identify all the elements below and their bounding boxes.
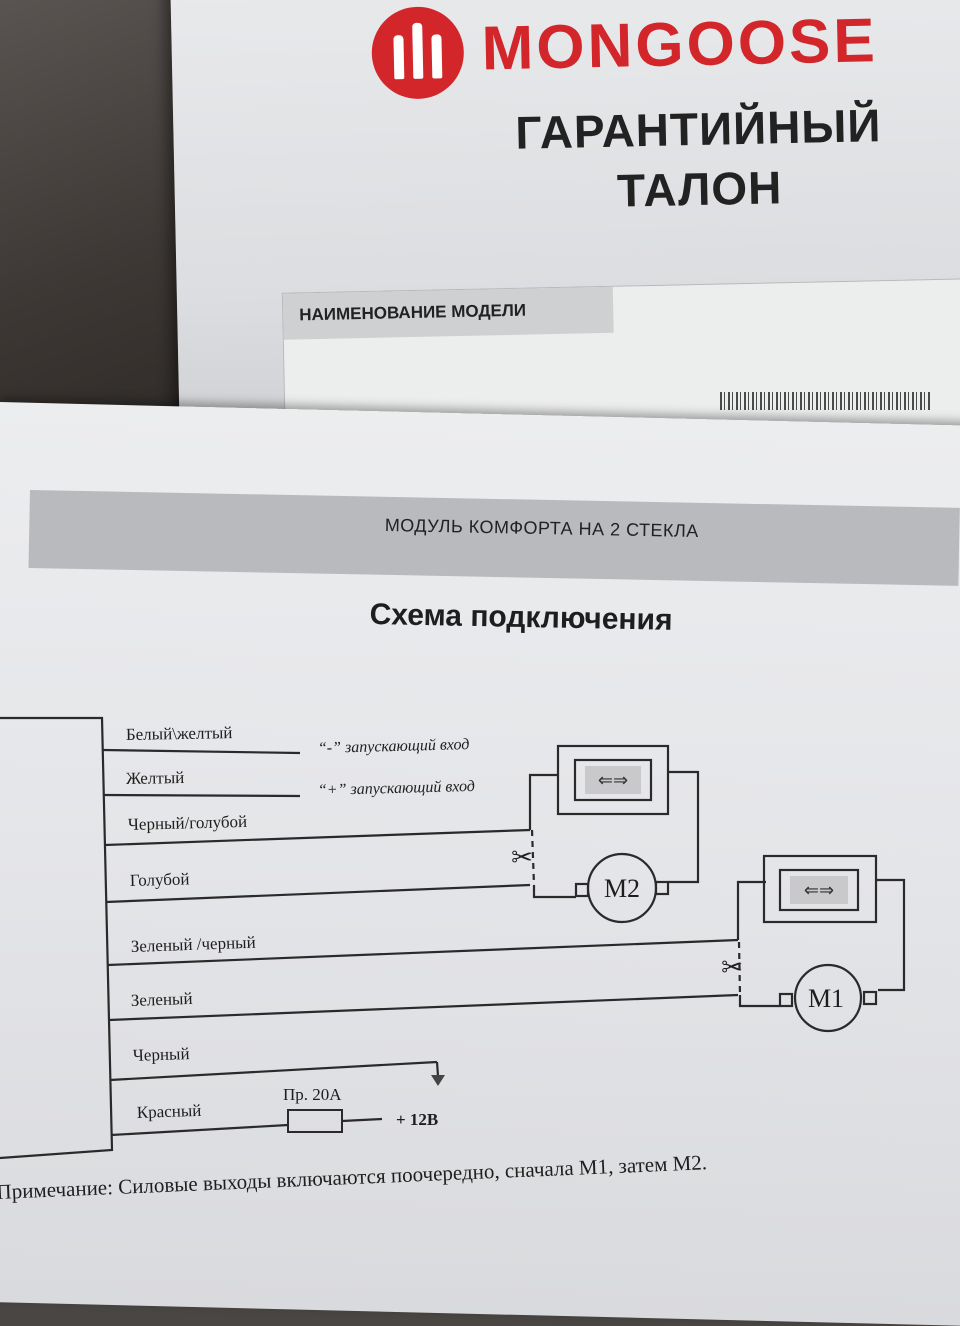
- m1-switch-inner: [778, 868, 860, 912]
- wire-green: [108, 993, 739, 1022]
- m1-lower-wire: [738, 995, 780, 1008]
- wiring-diagram: ⇐⇒ M2 ✂ ⇐⇒ M1 ✂ Пр. 20А + 12В Белый\желт…: [0, 716, 906, 1160]
- m1-switch-arrows: ⇐⇒: [804, 880, 834, 901]
- m1-switch-right: [875, 878, 906, 992]
- wire-label: Голубой: [130, 869, 190, 890]
- m2-switch-right: [668, 770, 700, 884]
- motor-m2-label: M2: [604, 874, 640, 903]
- wire-white-yellow: [102, 748, 301, 755]
- motor-m2-icon: [586, 852, 658, 924]
- supply-label: + 12В: [396, 1110, 438, 1129]
- wire-black-blue: [104, 828, 531, 847]
- wire-green-black: [107, 938, 739, 967]
- m2-dashed-lead: [530, 829, 536, 886]
- m1-dashed-lead: [737, 941, 742, 996]
- m2-upper-wire: [528, 773, 558, 830]
- m1-upper-wire: [736, 880, 766, 940]
- motor-m1-label: M1: [808, 984, 844, 1013]
- fuse-icon: [287, 1109, 343, 1133]
- m2-switch-inner: [573, 758, 653, 802]
- m1-switch-box: [762, 854, 878, 924]
- motor-m1-icon: [793, 963, 863, 1033]
- fuse-label: Пр. 20А: [283, 1085, 342, 1104]
- wire-label: Белый\желтый: [126, 723, 233, 744]
- scissors-icon: ✂: [511, 843, 533, 873]
- wire-label: Зеленый: [130, 989, 192, 1010]
- wire-red-out: [341, 1117, 383, 1123]
- ground-lead: [435, 1061, 440, 1077]
- wire-black: [109, 1060, 438, 1082]
- wire-function-label: “+” запускающий вход: [318, 778, 475, 799]
- wire-label: Желтый: [126, 768, 185, 788]
- m2-switch-arrows: ⇐⇒: [598, 770, 628, 791]
- comfort-module-box: [0, 716, 114, 1160]
- m2-lower-wire: [532, 885, 576, 899]
- barcode-icon: [720, 392, 930, 410]
- ground-icon: [431, 1075, 445, 1086]
- scissors-icon: ✂: [721, 953, 743, 983]
- wire-label: Красный: [136, 1101, 201, 1122]
- wire-function-label: “-” запускающий вход: [318, 736, 470, 757]
- m2-switch-box: [556, 744, 670, 816]
- wire-yellow: [103, 793, 301, 798]
- wire-red: [110, 1123, 289, 1137]
- wire-label: Черный/голубой: [128, 812, 248, 834]
- wire-label: Черный: [132, 1044, 189, 1065]
- wire-blue: [105, 883, 531, 904]
- wire-label: Зеленый /черный: [130, 933, 255, 956]
